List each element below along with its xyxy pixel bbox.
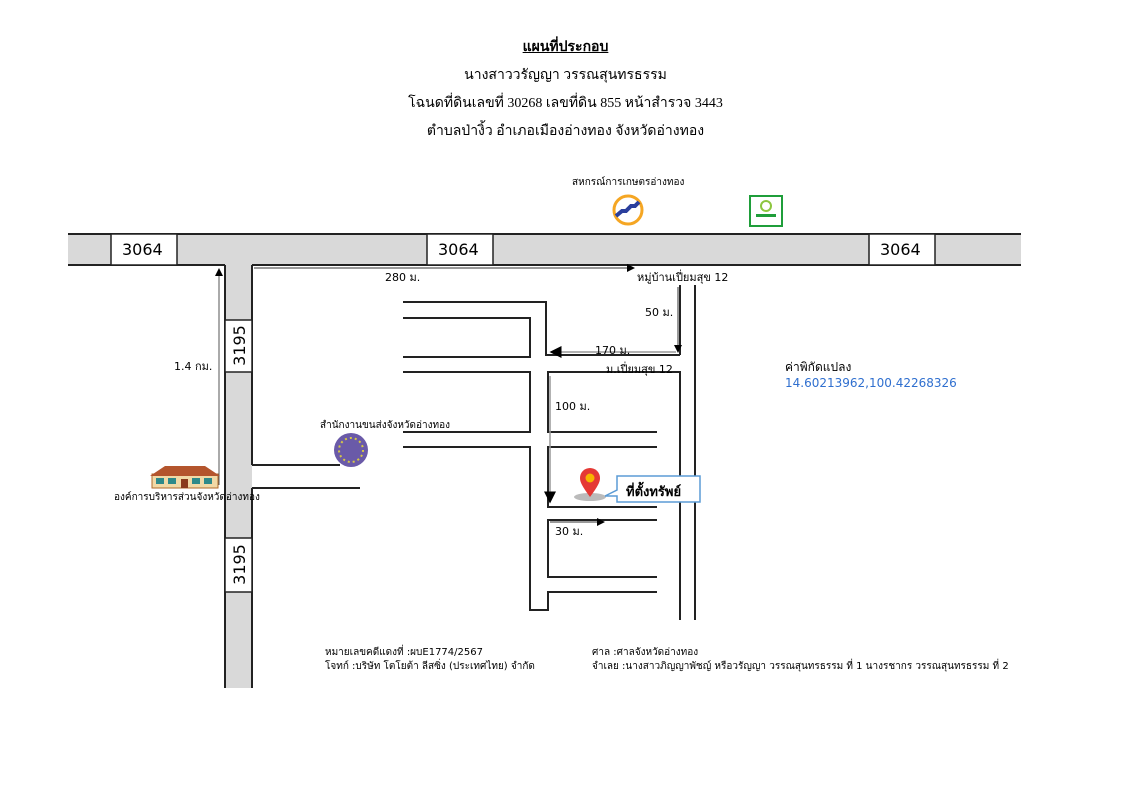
coop-logo-icon [612, 194, 644, 226]
property-label: ที่ตั้งทรัพย์ [626, 485, 682, 500]
case-number: หมายเลขคดีแดงที่ :ผบE1774/2567 [325, 647, 483, 658]
road-3064 [68, 234, 1021, 265]
road-label-3195: 3195 [229, 544, 249, 585]
defendant: จำเลย :นางสาวภิญญาพัชญ์ หรือวรัญญา วรรณส… [592, 661, 1009, 672]
road-label-3064: 3064 [122, 240, 163, 259]
coordinates-value: 14.60213962,100.42268326 [785, 376, 957, 390]
coop-label: สหกรณ์การเกษตรอ่างทอง [572, 177, 685, 188]
pao-label: องค์การบริหารส่วนจังหวัดอ่างทอง [114, 492, 260, 503]
owner-name: นางสาววรัญญา วรรณสุนทรธรรม [464, 68, 667, 83]
map-title: แผนที่ประกอบ [522, 40, 609, 55]
court: ศาล :ศาลจังหวัดอ่างทอง [592, 647, 699, 658]
property-callout [604, 475, 701, 503]
bangchak-logo-icon [749, 195, 783, 227]
property-pin-icon [574, 468, 606, 501]
village-label: หมู่บ้านเปี่ยมสุข 12 [637, 271, 729, 284]
distance-170m: 170 ม. [595, 344, 631, 357]
road-label-box [868, 233, 936, 266]
coordinates-label: ค่าพิกัดแปลง [785, 360, 852, 374]
distance-1-4km: 1.4 กม. [174, 360, 213, 373]
distance-100m: 100 ม. [555, 400, 591, 413]
pao-building-icon [150, 466, 220, 489]
distance-30m: 30 ม. [555, 525, 584, 538]
distance-280m: 280 ม. [385, 271, 421, 284]
road-label-3064: 3064 [438, 240, 479, 259]
plaintiff: โจทก์ :บริษัท โตโยต้า ลีสซิ่ง (ประเทศไทย… [325, 661, 535, 672]
road-label-3195: 3195 [229, 325, 249, 366]
village-short-label: ม.เปี่ยมสุข 12 [606, 363, 673, 376]
road-label-box [426, 233, 494, 266]
road-label-box [110, 233, 178, 266]
transport-office-label: สำนักงานขนส่งจังหวัดอ่างทอง [320, 420, 451, 431]
deed-info: โฉนดที่ดินเลขที่ 30268 เลขที่ดิน 855 หน้… [408, 96, 723, 111]
soi-lines [403, 285, 696, 620]
distance-50m: 50 ม. [645, 306, 674, 319]
location-info: ตำบลป่างิ้ว อำเภอเมืองอ่างทอง จังหวัดอ่า… [426, 124, 705, 139]
road-label-3064: 3064 [880, 240, 921, 259]
